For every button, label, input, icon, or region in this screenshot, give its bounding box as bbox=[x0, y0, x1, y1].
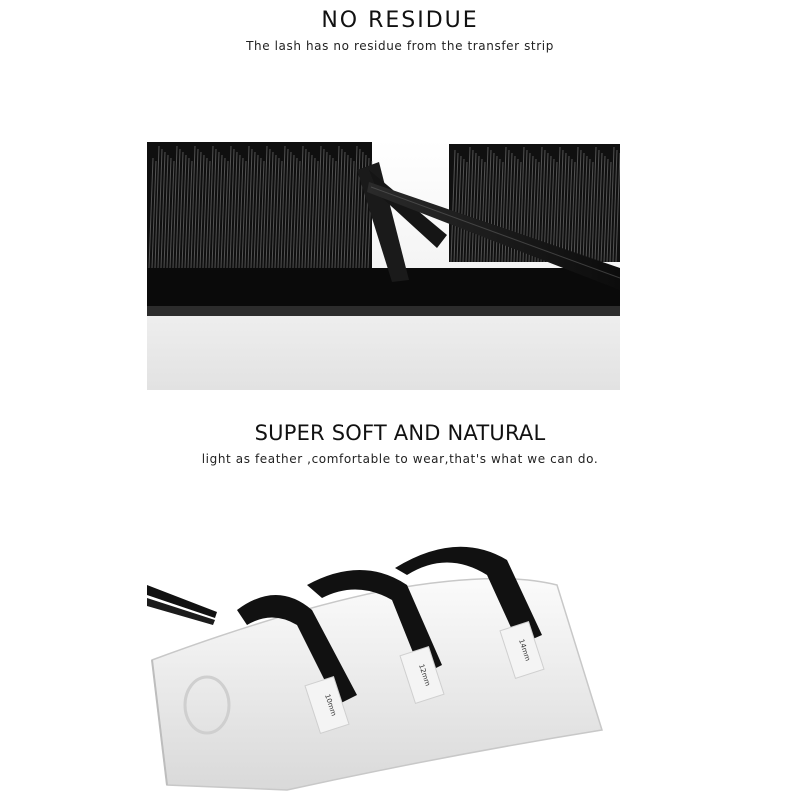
section-subtitle-no-residue: The lash has no residue from the transfe… bbox=[246, 39, 554, 53]
section-subtitle-soft-natural: light as feather ,comfortable to wear,th… bbox=[201, 452, 599, 466]
section-title-no-residue: NO RESIDUE bbox=[321, 8, 479, 33]
lash-tile-14mm: 14mm bbox=[395, 546, 545, 680]
lash-strip-photo bbox=[147, 140, 620, 390]
tweezers-shape bbox=[147, 585, 217, 618]
lash-tile-10mm: 10mm bbox=[237, 595, 357, 735]
lash-tiles-photo: 10mm 12mm 14mm bbox=[147, 530, 620, 795]
section-title-soft-natural: SUPER SOFT AND NATURAL bbox=[254, 421, 546, 445]
lash-tile-12mm: 12mm bbox=[307, 570, 445, 705]
